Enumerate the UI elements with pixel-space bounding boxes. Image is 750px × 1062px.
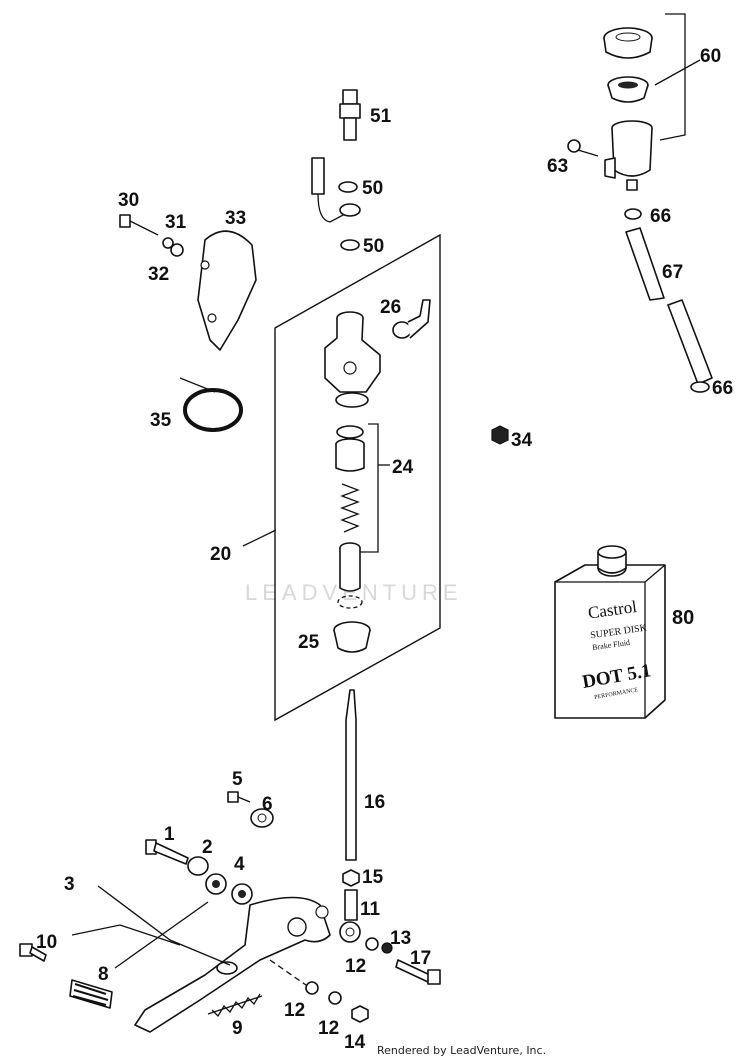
reservoir-cap — [603, 27, 653, 59]
nut-14 — [351, 1005, 369, 1023]
spring — [340, 483, 360, 533]
master-cylinder-body — [324, 311, 381, 408]
bolt-17 — [395, 959, 441, 985]
callout-12-c: 12 — [318, 1018, 339, 1039]
callout-12-a: 12 — [345, 956, 366, 977]
callout-33: 33 — [225, 208, 246, 229]
cover-33 — [197, 230, 257, 351]
hose-clamp-66-top — [624, 208, 642, 220]
brake-light-switch — [339, 89, 361, 141]
cable-tie — [179, 377, 243, 432]
callout-32: 32 — [148, 264, 169, 285]
callout-10: 10 — [36, 932, 57, 953]
push-rod — [345, 689, 357, 861]
callout-15: 15 — [362, 867, 384, 888]
washer-12-a — [365, 937, 379, 951]
callout-20: 20 — [210, 544, 231, 565]
washer-50-top — [338, 181, 358, 193]
callout-1: 1 — [164, 824, 175, 845]
washer-31 — [162, 237, 174, 249]
leader-10 — [71, 924, 181, 946]
leader-60 — [659, 13, 686, 141]
assembly-20-frame — [274, 233, 441, 722]
nut-15 — [342, 869, 360, 887]
pedal-tip — [69, 979, 113, 1009]
nut-34 — [491, 425, 509, 445]
callout-16: 16 — [364, 792, 385, 813]
callout-26: 26 — [380, 297, 401, 318]
brake-pedal — [134, 896, 331, 1033]
screw-30 — [119, 214, 159, 236]
callout-50-top: 50 — [362, 178, 383, 199]
callout-51: 51 — [370, 106, 392, 127]
piston — [339, 542, 361, 592]
callout-11: 11 — [360, 899, 381, 920]
leader-8 — [114, 901, 209, 969]
callout-24: 24 — [392, 457, 414, 478]
callout-8: 8 — [98, 964, 109, 985]
screw-63 — [567, 139, 599, 157]
washer-50-bottom — [340, 239, 360, 251]
hose-67 — [625, 227, 713, 385]
washer-12-c — [328, 991, 342, 1005]
reservoir-body — [604, 120, 653, 191]
lock-washer-13 — [381, 942, 393, 954]
callout-50-bottom: 50 — [363, 236, 384, 257]
callout-5: 5 — [232, 769, 243, 790]
return-spring-9 — [207, 993, 263, 1018]
callout-34: 34 — [511, 430, 533, 451]
washer-12-b — [305, 981, 319, 995]
callout-4: 4 — [234, 854, 245, 875]
callout-3: 3 — [64, 874, 75, 895]
hose-clamp-66-bottom — [690, 381, 710, 393]
bolt-10 — [19, 943, 47, 962]
piston-sleeve — [335, 438, 365, 472]
banjo-bolt — [311, 157, 361, 223]
callout-14: 14 — [344, 1032, 366, 1053]
callout-13: 13 — [390, 928, 411, 949]
callout-17: 17 — [410, 948, 431, 969]
dust-boot-25 — [333, 621, 371, 653]
callout-31: 31 — [165, 212, 187, 233]
screw-5 — [227, 791, 251, 803]
callout-66-top: 66 — [650, 206, 671, 227]
leader-20 — [242, 529, 277, 547]
callout-30: 30 — [118, 190, 139, 211]
callout-25: 25 — [298, 632, 320, 653]
leader-24 — [360, 423, 379, 553]
reservoir-diaphragm — [607, 76, 649, 103]
callout-66-bottom: 66 — [712, 378, 733, 399]
o-ring — [336, 425, 364, 439]
callout-80: 80 — [672, 607, 694, 629]
circlip — [337, 595, 363, 609]
callout-6: 6 — [262, 794, 273, 815]
callout-67: 67 — [662, 262, 683, 283]
callout-35: 35 — [150, 410, 172, 431]
clevis-11 — [339, 889, 361, 943]
brake-fluid-can: Castrol SUPER DISK Brake Fluid DOT 5.1 P… — [554, 545, 666, 719]
bushing-6 — [250, 808, 274, 828]
axis-line — [269, 959, 307, 986]
callout-63: 63 — [547, 156, 568, 177]
bearing-4a — [205, 873, 227, 895]
leader-3 — [97, 885, 231, 966]
bearing-4b — [231, 883, 253, 905]
spacer-32 — [170, 243, 184, 257]
bolt-1 — [145, 839, 189, 865]
callout-60: 60 — [700, 46, 721, 67]
callout-12-b: 12 — [284, 1000, 305, 1021]
fitting-26 — [392, 299, 431, 339]
callout-9: 9 — [232, 1018, 243, 1039]
footer-credit: Rendered by LeadVenture, Inc. — [377, 1044, 547, 1057]
washer-2 — [187, 856, 209, 876]
callout-2: 2 — [202, 837, 213, 858]
